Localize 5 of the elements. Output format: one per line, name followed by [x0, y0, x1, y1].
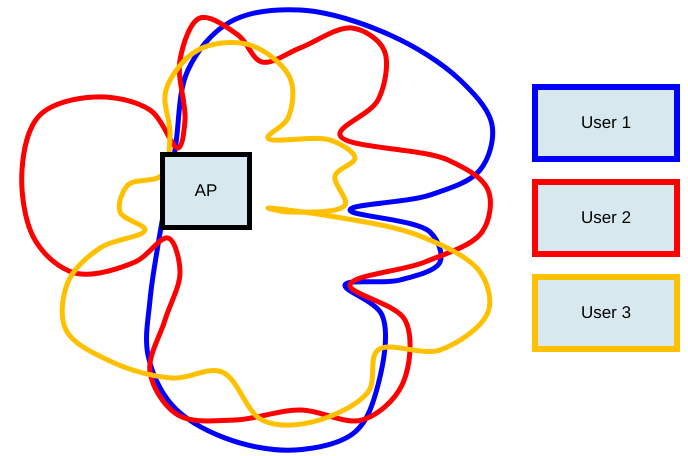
legend-label: User 1	[580, 113, 632, 133]
legend-label: User 2	[580, 208, 632, 228]
legend-label: User 3	[580, 303, 632, 323]
node-label: AP	[194, 181, 218, 201]
access-point-box	[160, 152, 252, 230]
